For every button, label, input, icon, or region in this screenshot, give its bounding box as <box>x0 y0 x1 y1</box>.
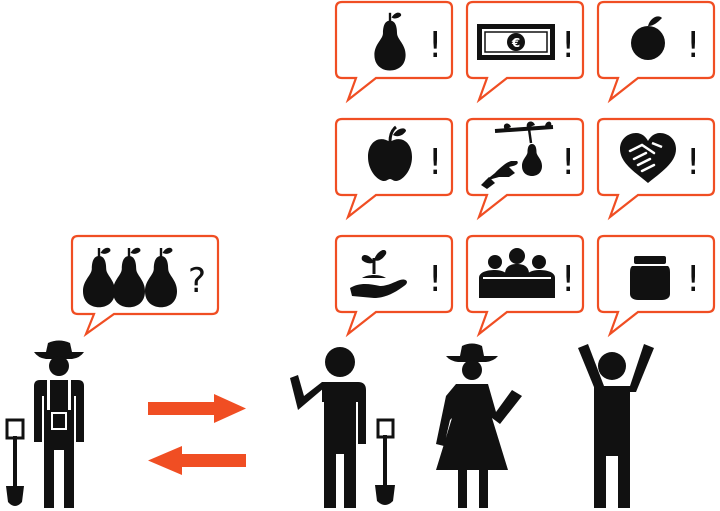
farmer-with-shovel-icon <box>5 340 84 508</box>
speech-bubble-pear: ! <box>334 0 454 102</box>
farmer-speech-bubble: ? <box>70 234 220 338</box>
exclamation-mark: ! <box>428 25 442 66</box>
orange-icon <box>631 16 665 60</box>
speech-bubble-seedling: ! <box>334 234 454 336</box>
exclamation-mark: ! <box>428 142 442 183</box>
exclamation-mark: ! <box>686 259 700 300</box>
pear-icon <box>83 247 115 308</box>
speech-bubble-community: ! <box>465 234 585 336</box>
arrow-right-icon <box>148 394 246 423</box>
man-waving-with-shovel-icon <box>290 347 395 508</box>
exclamation-mark: ! <box>561 259 575 300</box>
heart-handshake-icon <box>620 133 676 183</box>
exclamation-mark: ! <box>686 142 700 183</box>
speech-bubble-apple: ! <box>334 117 454 219</box>
community-group-icon <box>479 248 555 298</box>
pear-icon <box>145 247 177 308</box>
exclamation-mark: ! <box>561 142 575 183</box>
exclamation-mark: ! <box>686 25 700 66</box>
apple-icon <box>368 125 412 181</box>
euro-banknote-icon: € <box>477 24 555 60</box>
person-arms-raised-icon <box>578 344 654 508</box>
question-mark: ? <box>188 261 206 301</box>
pear-icon <box>374 12 406 71</box>
hand-picking-pear-icon <box>481 121 554 189</box>
woman-with-hat-icon <box>436 343 522 508</box>
speech-bubble-jar: ! <box>596 234 716 336</box>
svg-text:€: € <box>511 36 520 50</box>
speech-bubble-heart: ! <box>596 117 716 219</box>
jar-icon <box>630 256 670 300</box>
exclamation-mark: ! <box>561 25 575 66</box>
pear-icon <box>113 247 145 308</box>
speech-bubble-harvest: ! <box>465 117 585 219</box>
arrow-left-icon <box>148 446 246 475</box>
speech-bubble-banknote: € ! <box>465 0 585 102</box>
exclamation-mark: ! <box>428 259 442 300</box>
speech-bubble-orange: ! <box>596 0 716 102</box>
hand-seedling-icon <box>350 250 407 298</box>
